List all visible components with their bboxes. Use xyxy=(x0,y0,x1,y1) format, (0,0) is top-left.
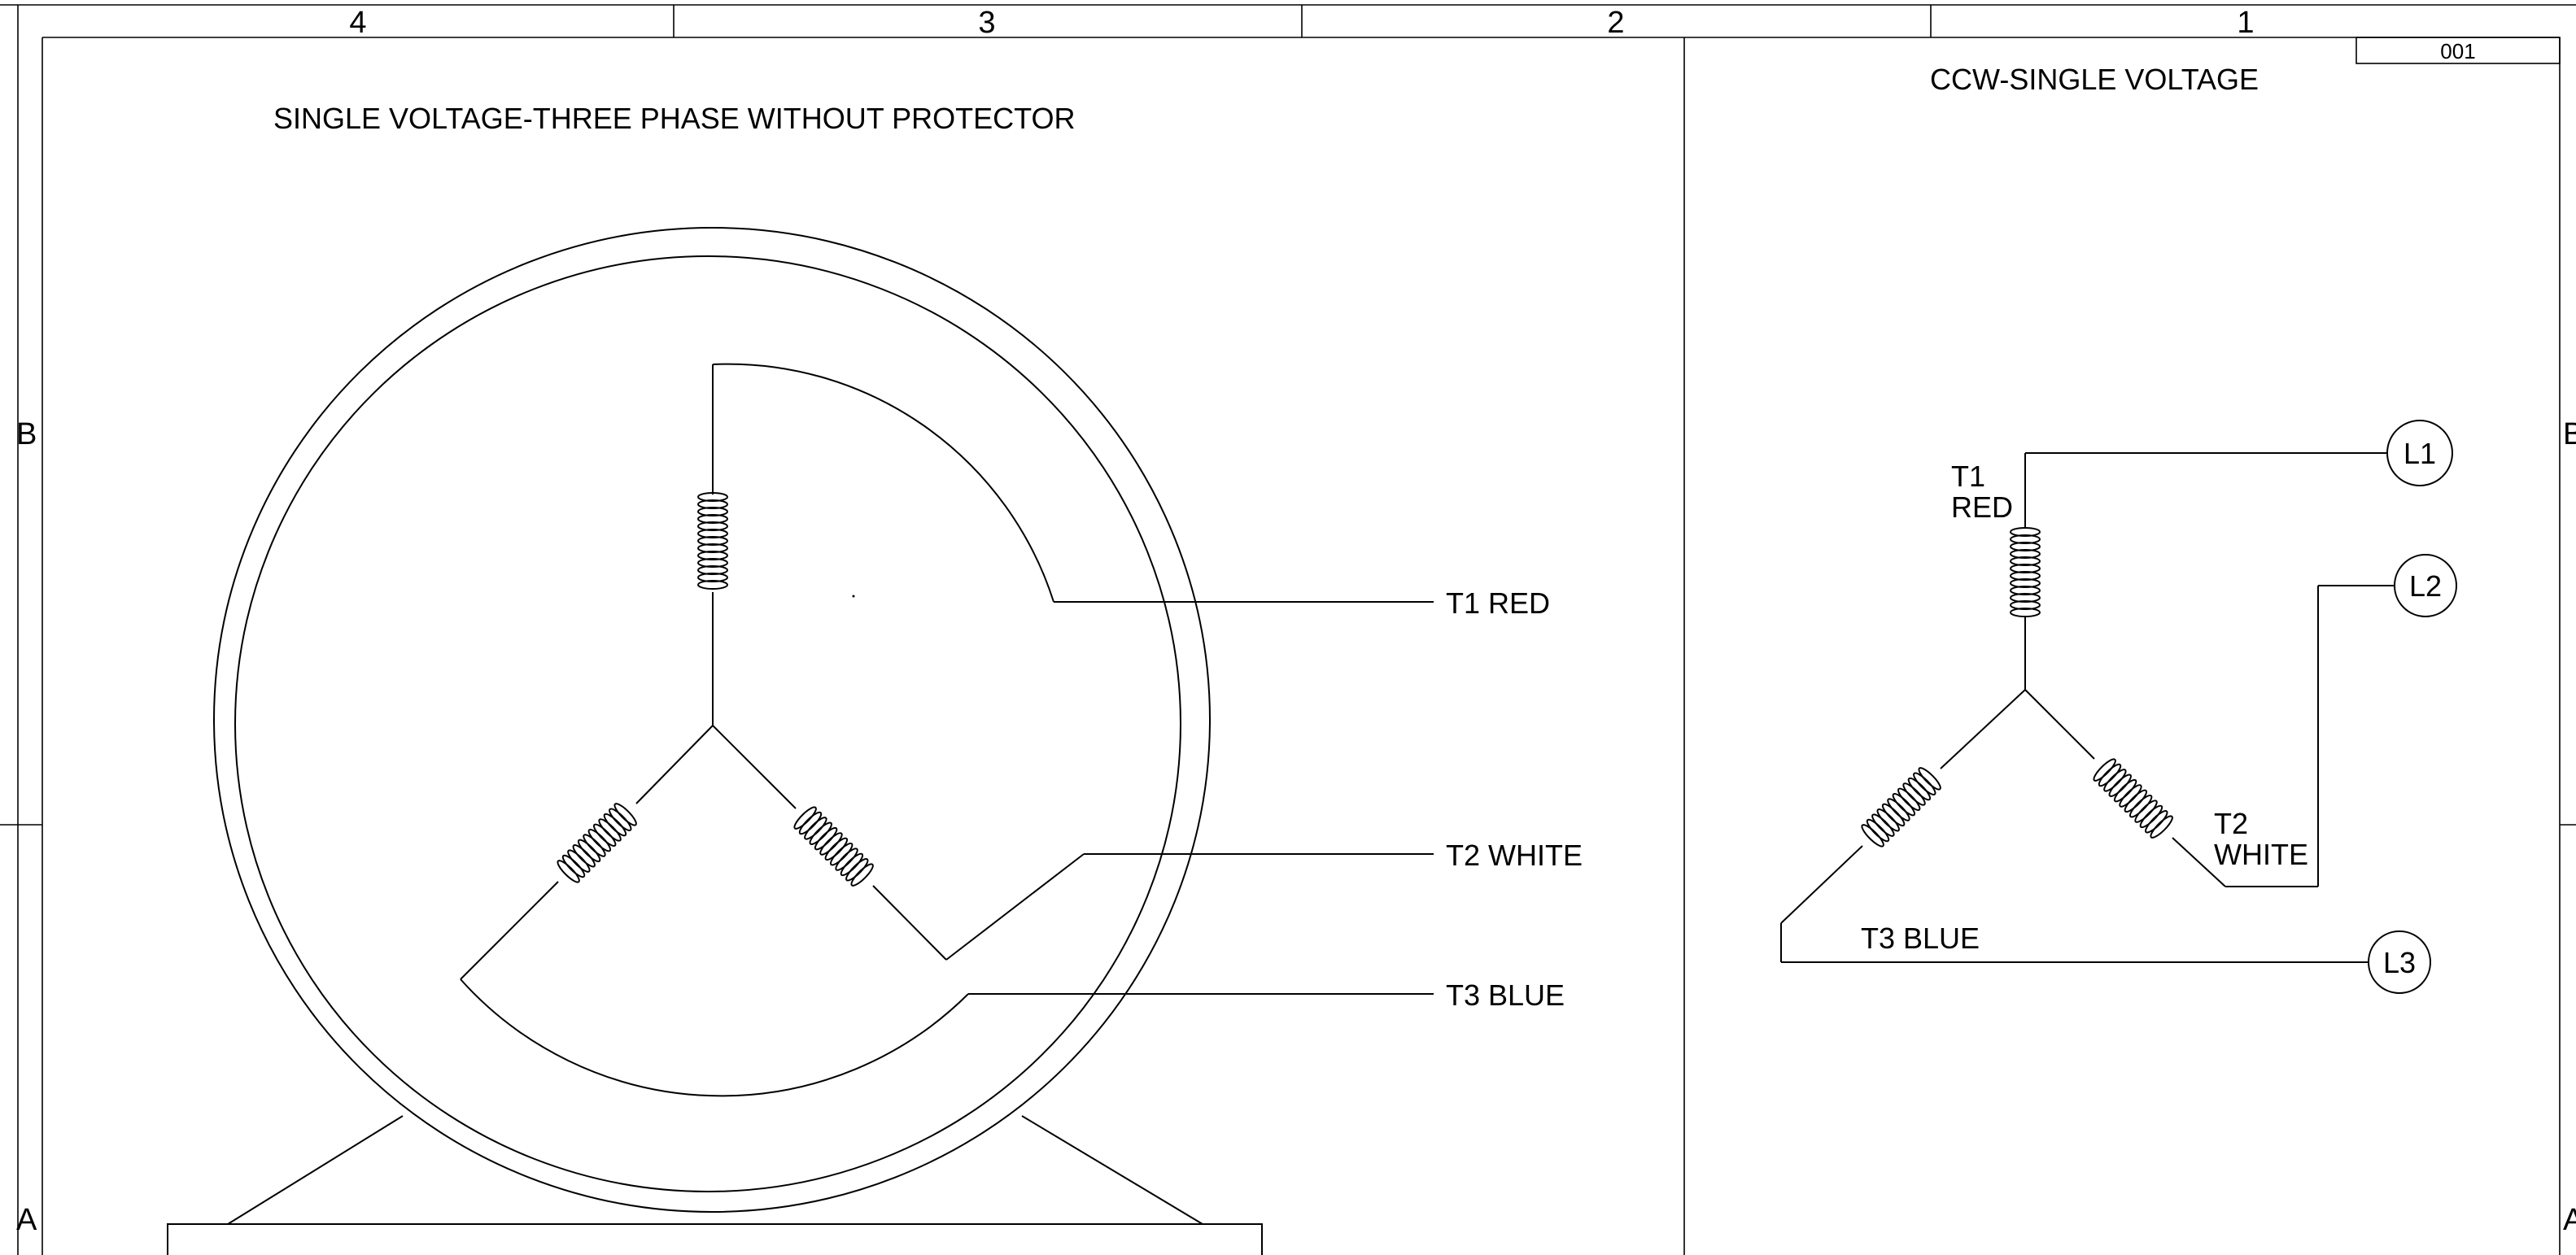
sheet-frame xyxy=(0,4,2576,1255)
lead-label-t3-blue: T3 BLUE xyxy=(1446,978,1565,1012)
zone-col-1: 1 xyxy=(2237,6,2254,40)
zone-row-b-left: B xyxy=(16,417,37,451)
motor-body xyxy=(167,227,1263,1255)
terminal-l2: L2 xyxy=(2394,554,2457,617)
lead-t1-label-line1: T1 xyxy=(1951,460,1985,493)
coil-t1-motor xyxy=(697,492,728,595)
right-panel-title: CCW-SINGLE VOLTAGE xyxy=(1930,63,2259,96)
zone-col-4: 4 xyxy=(349,6,366,40)
terminal-l3: L3 xyxy=(2368,930,2431,994)
terminal-l3-label: L3 xyxy=(2383,946,2416,979)
lead-t2-label-line2: WHITE xyxy=(2214,838,2308,871)
zone-row-a-right: A xyxy=(2563,1203,2576,1237)
wye-windings-motor xyxy=(460,363,1434,1097)
zone-col-2: 2 xyxy=(1607,6,1624,40)
zone-labels: 4 3 2 1 B A B A 001 xyxy=(16,6,2576,1237)
schematic-lead-labels: T1 RED T2 WHITE T3 BLUE xyxy=(1861,460,2308,955)
lead-t3-label: T3 BLUE xyxy=(1861,922,1980,955)
wye-schematic xyxy=(1780,452,2395,963)
terminal-l2-label: L2 xyxy=(2409,569,2442,603)
coil-t1-schematic xyxy=(2010,527,2041,617)
left-panel-title: SINGLE VOLTAGE-THREE PHASE WITHOUT PROTE… xyxy=(273,102,1075,135)
zone-row-b-right: B xyxy=(2563,417,2576,451)
terminal-l1: L1 xyxy=(2386,420,2453,486)
sheet-number: 001 xyxy=(2440,39,2475,63)
lead-label-t2-white: T2 WHITE xyxy=(1446,839,1583,872)
coil-t3-motor xyxy=(557,803,637,883)
zone-row-a-left: A xyxy=(16,1203,37,1237)
lead-t1-label-line2: RED xyxy=(1951,490,2013,524)
coil-t2-motor xyxy=(793,806,874,887)
line-terminals: L1 L2 L3 xyxy=(2368,420,2457,994)
motor-lead-labels: T1 RED T2 WHITE T3 BLUE xyxy=(1446,586,1583,1012)
terminal-l1-label: L1 xyxy=(2404,437,2436,470)
coil-t3-schematic xyxy=(1861,767,1941,848)
lead-label-t1-red: T1 RED xyxy=(1446,586,1550,620)
coil-t2-schematic xyxy=(2093,758,2173,839)
lead-t2-label-line1: T2 xyxy=(2214,807,2248,840)
zone-col-3: 3 xyxy=(978,6,995,40)
